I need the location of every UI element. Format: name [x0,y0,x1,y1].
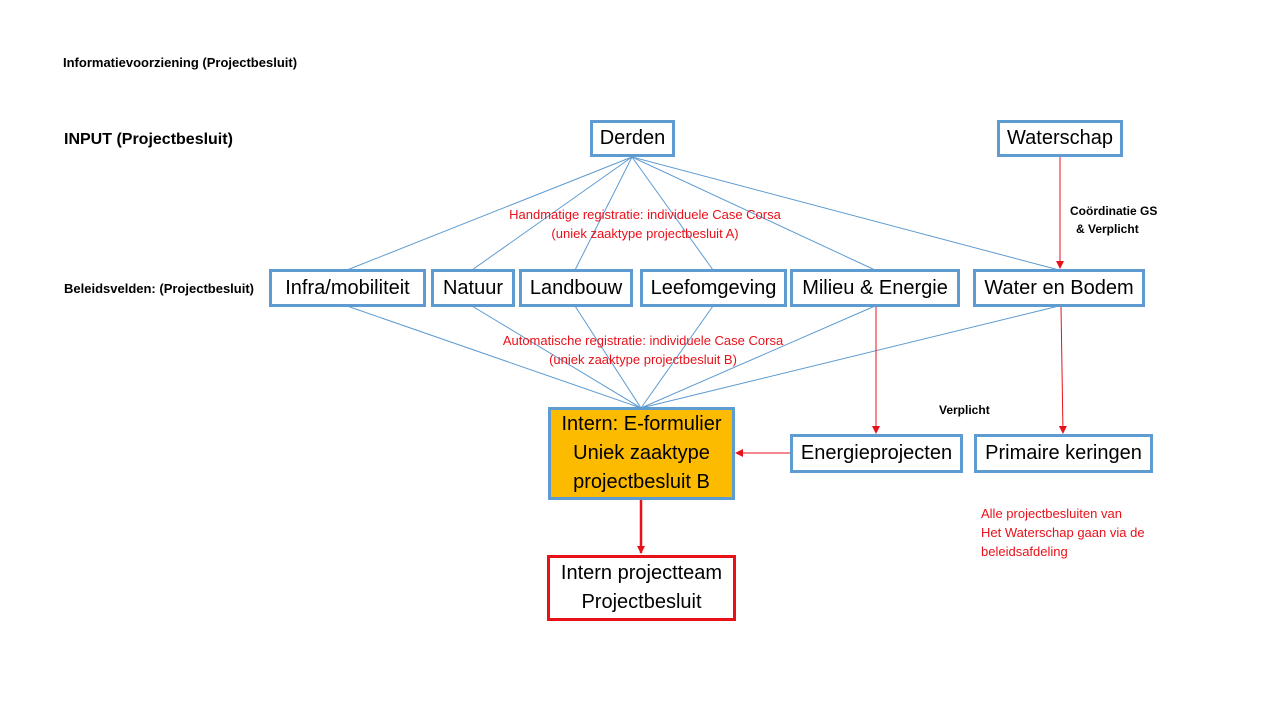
input-row-label: INPUT (Projectbesluit) [64,131,233,148]
edge-water-eformulier [640,305,1060,409]
node-water-en-bodem: Water en Bodem [973,269,1145,307]
node-intern-projectteam: Intern projectteam Projectbesluit [547,555,736,621]
node-intern-eformulier: Intern: E-formulier Uniek zaaktype proje… [548,407,735,500]
automatische-registratie-note: Automatische registratie: individuele Ca… [502,333,784,367]
edge-derden-leefomgeving [631,156,714,271]
node-derden: Derden [590,120,675,157]
node-waterschap: Waterschap [997,120,1123,157]
handmatige-registratie-note: Handmatige registratie: individuele Case… [509,207,781,241]
edge-infra-eformulier [346,305,642,409]
edge-derden-landbouw [574,156,633,271]
node-natuur: Natuur [431,269,515,307]
page-title: Informatievoorziening (Projectbesluit) [63,55,298,70]
edge-milieu-eformulier [640,305,876,409]
node-primaire-keringen: Primaire keringen [974,434,1153,473]
edge-derden-natuur [471,156,633,271]
arrow-water-keringen [1058,305,1067,434]
edge-landbouw-eformulier [574,305,642,409]
verplicht-label: Verplicht [939,403,990,417]
node-landbouw: Landbouw [519,269,633,307]
node-infra-mobiliteit: Infra/mobiliteit [269,269,426,307]
waterschap-note: Alle projectbesluiten van Het Waterschap… [981,506,1145,559]
edge-natuur-eformulier [471,305,642,409]
node-milieu-energie: Milieu & Energie [790,269,960,307]
node-energieprojecten: Energieprojecten [790,434,963,473]
edge-leefomgeving-eformulier [640,305,714,409]
edge-derden-water [631,156,1060,271]
coordinatie-label: Coördinatie GS & Verplicht [1070,204,1158,236]
node-leefomgeving: Leefomgeving [640,269,787,307]
beleidsvelden-row-label: Beleidsvelden: (Projectbesluit) [64,281,254,296]
edge-derden-milieu [631,156,876,271]
edge-derden-infra [346,156,633,271]
